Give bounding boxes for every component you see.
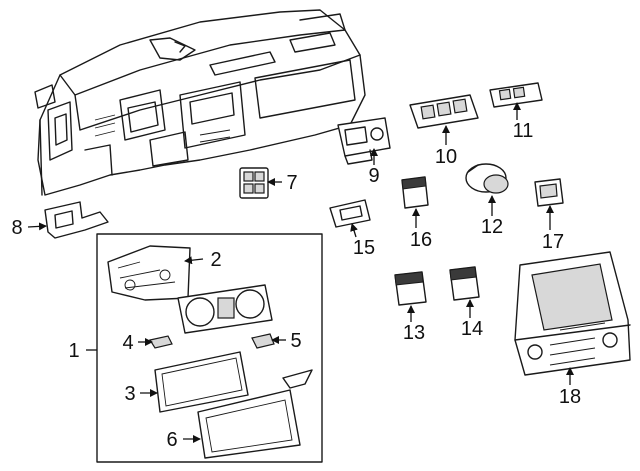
part-15-switch bbox=[329, 199, 371, 228]
part-17-switch bbox=[534, 178, 564, 207]
callout-16: 16 bbox=[410, 229, 432, 251]
callout-5: 5 bbox=[290, 330, 301, 352]
callout-10: 10 bbox=[435, 146, 457, 168]
callout-15: 15 bbox=[353, 237, 375, 259]
part-11-switch-panel bbox=[489, 82, 543, 108]
part-13-switch bbox=[394, 271, 427, 306]
part-1-meter-assembly-group bbox=[96, 233, 323, 463]
part-16-switch bbox=[401, 176, 429, 209]
callout-18: 18 bbox=[559, 386, 581, 408]
instrument-panel-drawing bbox=[34, 9, 366, 196]
callout-11: 11 bbox=[513, 120, 534, 142]
callout-1: 1 bbox=[68, 340, 79, 362]
callout-12: 12 bbox=[481, 216, 503, 238]
part-2-meter-housing bbox=[107, 245, 191, 301]
part-18-display-unit bbox=[514, 251, 631, 376]
callout-6: 6 bbox=[166, 429, 177, 451]
trim-clip bbox=[282, 369, 313, 389]
callout-labels: 1 2 3 4 5 6 7 8 9 10 11 12 13 14 15 16 1… bbox=[11, 120, 581, 451]
part-9-switch-assembly bbox=[337, 117, 391, 165]
part-7-switch-block bbox=[239, 167, 269, 199]
callout-9: 9 bbox=[368, 165, 379, 187]
callout-13: 13 bbox=[403, 322, 425, 344]
part-3-meter-lens bbox=[154, 351, 249, 413]
part-14-switch bbox=[449, 266, 480, 301]
callout-8: 8 bbox=[11, 217, 22, 239]
callout-leaders bbox=[27, 102, 574, 443]
callout-2: 2 bbox=[210, 249, 221, 271]
callout-4: 4 bbox=[122, 332, 133, 354]
part-12-push-start-switch bbox=[465, 163, 509, 194]
callout-14: 14 bbox=[461, 318, 483, 340]
part-6-cluster-bezel bbox=[197, 389, 301, 459]
callout-17: 17 bbox=[542, 231, 564, 253]
part-10-switch-panel bbox=[409, 94, 479, 129]
part-5-clip bbox=[251, 333, 275, 349]
callout-3: 3 bbox=[124, 383, 135, 405]
meter-face bbox=[177, 284, 273, 334]
part-4-clip bbox=[149, 335, 173, 349]
callout-7: 7 bbox=[286, 172, 297, 194]
part-8-bracket bbox=[44, 201, 109, 239]
